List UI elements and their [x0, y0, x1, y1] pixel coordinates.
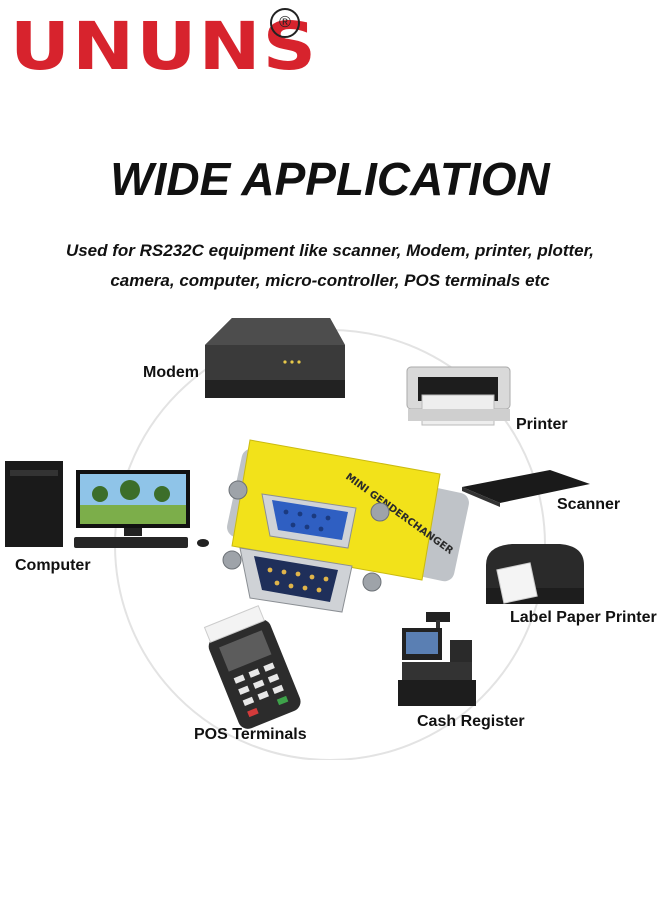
page-subtitle: Used for RS232C equipment like scanner, … — [40, 236, 620, 296]
scanner-image — [462, 470, 590, 507]
pos-terminal-image — [203, 605, 301, 729]
label-computer: Computer — [15, 557, 91, 574]
gender-changer-adapter-image: MINI GENDERCHANGER — [222, 439, 469, 613]
subtitle-line-1: Used for RS232C equipment like scanner, … — [65, 241, 595, 260]
cash-register-image — [398, 612, 476, 706]
registered-mark: ® — [270, 8, 300, 38]
label-modem: Modem — [143, 364, 199, 381]
application-diagram: MINI GENDERCHANGER — [5, 318, 590, 760]
label-scanner: Scanner — [557, 496, 621, 513]
subtitle-line-2: camera, computer, micro-controller, POS … — [110, 271, 550, 290]
label-printer-image — [486, 544, 584, 604]
brand-logo: UNUNS — [10, 8, 319, 85]
modem-image — [205, 318, 345, 398]
label-pos-terminals: POS Terminals — [194, 726, 307, 743]
label-cash-register: Cash Register — [417, 713, 525, 730]
label-label-paper-printer: Label Paper Printer — [510, 609, 657, 626]
page-title: WIDE APPLICATION — [110, 153, 550, 205]
label-printer: Printer — [516, 416, 568, 433]
printer-image — [406, 366, 511, 426]
computer-image — [5, 461, 209, 548]
